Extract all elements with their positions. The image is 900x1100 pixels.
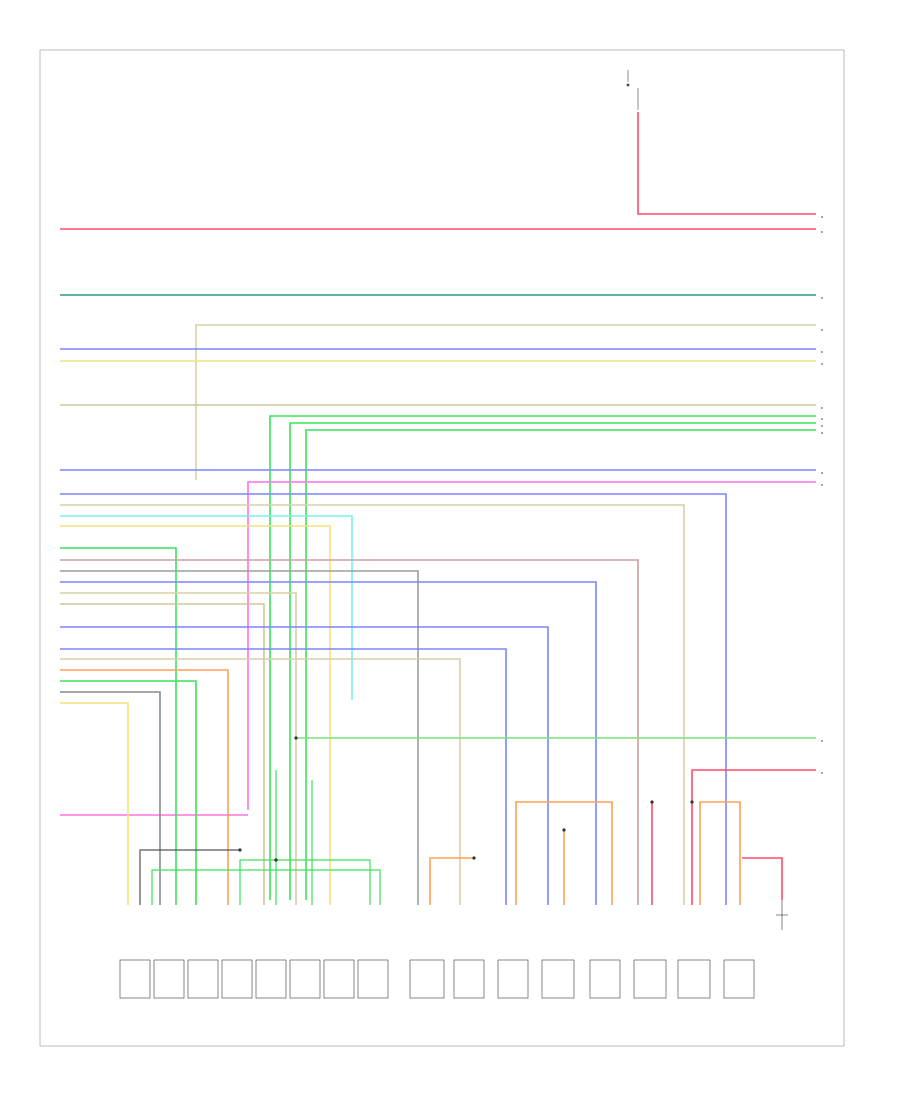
diagram-frame [39,49,845,1047]
wire-blue-5 [60,626,549,905]
wire-blue-6 [60,648,507,905]
wire-gray-2 [60,691,161,905]
wire-green-2 [289,422,816,900]
left-sensor-group [119,959,389,999]
wire-gray-1 [60,570,419,905]
wire-green-1 [269,415,816,900]
wire-tan-3 [60,504,685,905]
splice-points [238,736,694,862]
top-connector [626,70,639,110]
wire-yellow-2 [60,525,331,905]
wire-green-5 [60,680,197,905]
horizontal-wires [60,294,816,905]
wire-green-4 [60,547,177,905]
wire-orange-1 [60,669,229,905]
wire-red-feed [60,112,816,230]
right-terminals [821,216,823,774]
wire-cyan [60,515,353,700]
wire-pink-1 [247,481,816,810]
wire-yellow-3 [60,702,129,905]
left-group-splices [139,770,381,905]
test-connector [776,900,788,930]
wire-tan-6 [60,658,461,905]
wire-tan-top [195,324,816,480]
wire-green-3 [305,429,816,900]
wire-tan-5 [60,603,265,905]
wire-blue-4 [60,581,597,905]
right-sensor-group [409,959,755,999]
wire-brown [60,559,639,905]
right-group-feeds [429,769,816,905]
wire-blue-3 [60,493,727,905]
wire-tan-4 [60,592,297,905]
